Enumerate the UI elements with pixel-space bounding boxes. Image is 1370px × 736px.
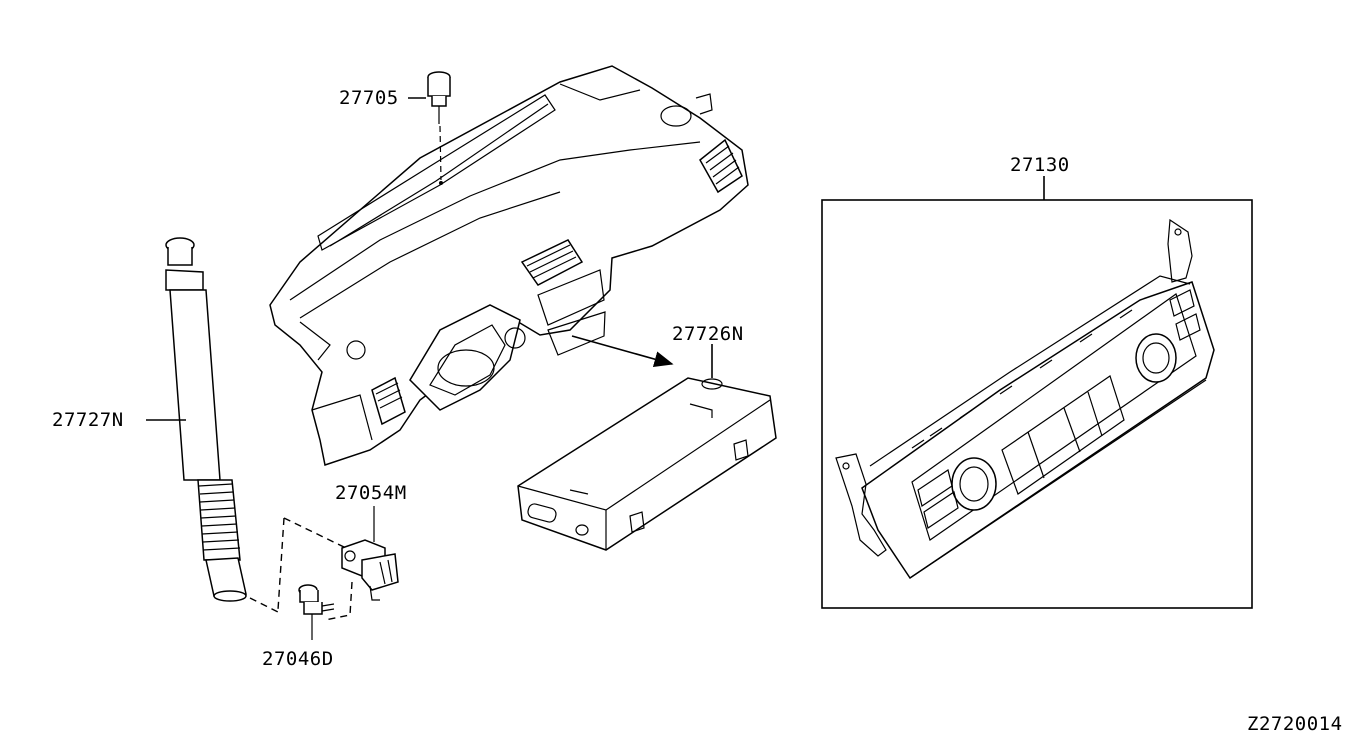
part-label-27046D: 27046D	[262, 648, 334, 670]
part-label-27705: 27705	[339, 87, 399, 109]
dashboard-illustration	[269, 65, 749, 466]
part-27054M-illustration	[341, 506, 399, 601]
part-27130-frame	[821, 199, 1253, 609]
part-label-27726N: 27726N	[672, 323, 744, 345]
connection-dashed-outline	[249, 517, 353, 621]
diagram-code: Z2720014	[1247, 713, 1343, 735]
arrow-27726N	[571, 335, 674, 367]
part-27130-illustration	[835, 218, 1215, 580]
part-label-27130: 27130	[1010, 154, 1070, 176]
part-27727N-illustration	[165, 237, 247, 602]
part-27046D-illustration	[298, 584, 335, 640]
part-27705-illustration	[427, 71, 451, 185]
part-label-27054M: 27054M	[335, 482, 407, 504]
part-label-27727N: 27727N	[52, 409, 124, 431]
part-27726N-illustration	[517, 377, 777, 551]
